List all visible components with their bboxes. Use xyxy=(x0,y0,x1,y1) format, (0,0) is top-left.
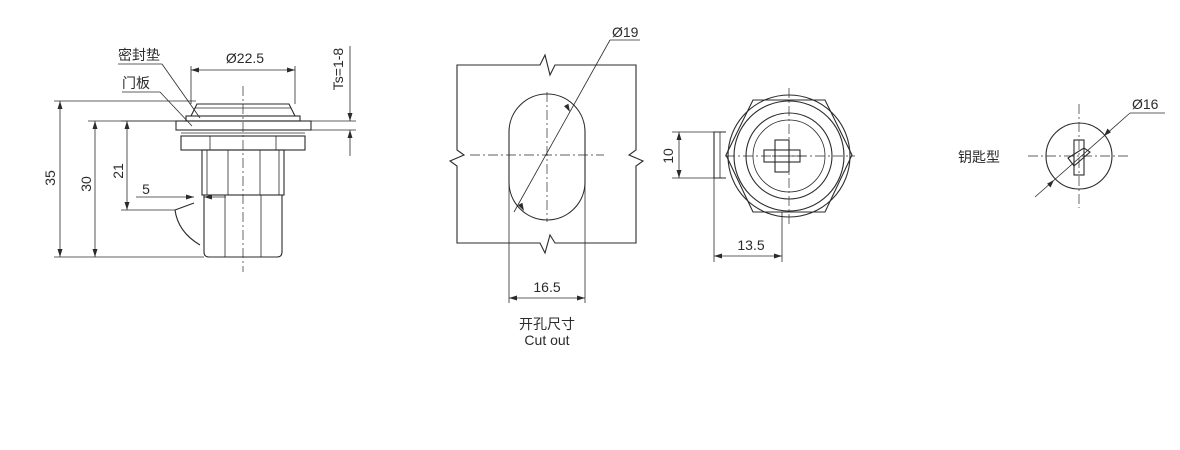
side-view: Ø22.5 密封垫 门板 Ts=1-8 35 30 21 xyxy=(42,46,356,272)
key-type-label: 钥匙型 xyxy=(958,150,1000,166)
key-diameter: Ø16 xyxy=(1132,96,1159,112)
dim-21: 21 xyxy=(110,163,126,179)
dim-30: 30 xyxy=(78,176,94,192)
dim-head-diameter: Ø22.5 xyxy=(226,50,264,66)
door-panel xyxy=(175,120,312,131)
front-view: 10 13.5 xyxy=(660,88,855,262)
front-dim-13-5: 13.5 xyxy=(737,237,764,253)
cutout-caption-cn: 开孔尺寸 xyxy=(519,317,575,333)
label-door-panel: 门板 xyxy=(122,76,150,92)
dim-overall: 35 xyxy=(42,170,58,186)
cutout-width: 16.5 xyxy=(533,279,560,295)
cam xyxy=(174,209,201,246)
cutout-caption-en: Cut out xyxy=(524,332,569,348)
panel-outline xyxy=(448,53,645,255)
cutout-view: Ø19 16.5 开孔尺寸 Cut out xyxy=(448,24,645,348)
hex-outline xyxy=(725,99,853,213)
dim-thickness: Ts=1-8 xyxy=(330,48,346,91)
dim-5: 5 xyxy=(142,181,150,197)
key-view: Ø16 钥匙型 xyxy=(958,96,1165,208)
label-gasket: 密封垫 xyxy=(118,47,160,64)
front-dim-10: 10 xyxy=(660,148,676,164)
cutout-diameter: Ø19 xyxy=(612,24,639,40)
